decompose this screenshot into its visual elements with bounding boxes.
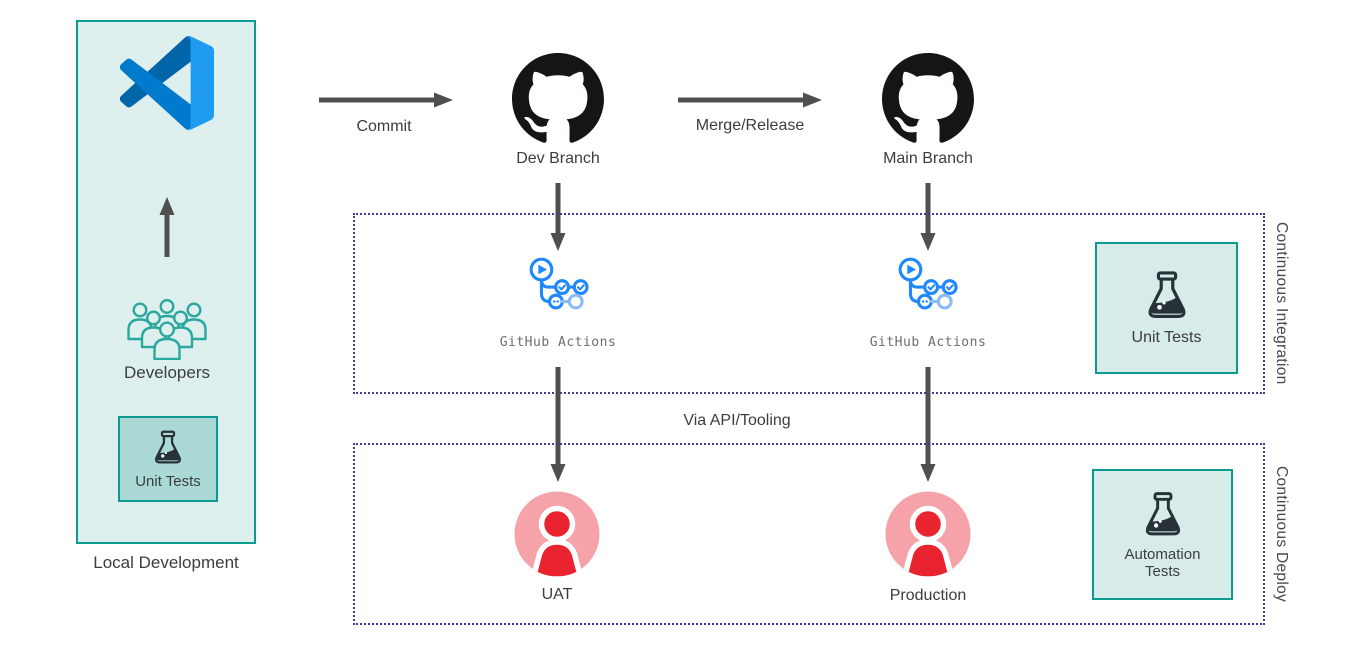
continuous-deploy-box [353,443,1265,625]
github-icon-main-branch [882,53,974,143]
via-api-tooling-label: Via API/Tooling [683,412,791,429]
continuous-integration-title: Continuous Integration [1273,222,1290,385]
developers-icon [127,298,207,360]
automation-tests-box: Automation Tests [1092,469,1233,600]
uat-label: UAT [541,586,573,603]
github-actions-icon-left [529,257,589,310]
production-environment-icon [885,491,971,577]
flask-icon [1148,271,1185,318]
developers-label: Developers [124,363,210,382]
vscode-icon [120,36,214,130]
arrow-actions-to-uat [550,367,566,482]
merge-release-label: Merge/Release [695,117,805,134]
continuous-integration-box [353,213,1265,394]
uat-environment-icon [514,491,600,577]
commit-label: Commit [356,118,412,135]
arrow-merge-release [678,92,822,108]
github-icon-dev-branch [512,53,604,143]
arrow-up-developers-to-vscode [159,197,175,257]
ci-unit-tests-label: Unit Tests [1131,329,1202,346]
local-unit-tests-box: Unit Tests [118,416,218,502]
continuous-deploy-title: Continuous Deploy [1273,465,1290,603]
local-development-label: Local Development [93,553,239,572]
production-label: Production [889,587,967,604]
local-unit-tests-label: Unit Tests [135,472,201,490]
arrow-actions-to-production [920,367,936,482]
flask-icon [1145,491,1180,535]
arrow-dev-branch-to-actions [550,183,566,251]
flask-icon [154,430,182,463]
automation-tests-label: Automation Tests [1124,545,1201,580]
github-actions-icon-right [898,257,958,310]
arrow-main-branch-to-actions [920,183,936,251]
arrow-commit [319,92,453,108]
dev-branch-label: Dev Branch [516,150,600,167]
github-actions-label-left: GitHub Actions [499,335,617,350]
main-branch-label: Main Branch [883,150,973,167]
ci-unit-tests-box: Unit Tests [1095,242,1238,374]
github-actions-label-right: GitHub Actions [869,335,987,350]
